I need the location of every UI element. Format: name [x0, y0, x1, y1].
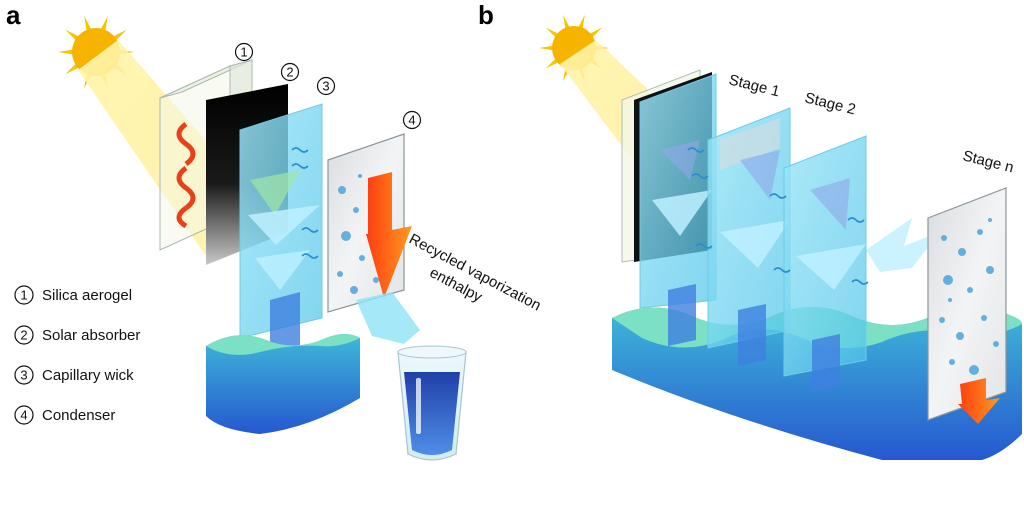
legend-item-label: Solar absorber	[42, 327, 140, 344]
legend-item-label: Capillary wick	[42, 367, 134, 384]
stage-n-condenser	[927, 187, 1007, 424]
layer-number-marker	[402, 110, 422, 130]
stage-1-module	[621, 69, 717, 346]
vapor-squiggles	[687, 147, 869, 285]
legend-number-marker	[14, 405, 34, 425]
layer-number-marker	[234, 42, 254, 62]
layer-number-text: 4	[408, 113, 415, 128]
capillary-wick-layer	[239, 103, 323, 356]
legend-number: 1	[20, 288, 27, 303]
layer-number-text: 3	[322, 79, 329, 94]
heat-transfer-arrow	[866, 218, 940, 272]
panel-b-letter: b	[478, 0, 494, 30]
legend-item-label: Condenser	[42, 407, 115, 424]
recycled-enthalpy-arrow	[366, 172, 412, 298]
water-cup	[397, 345, 467, 461]
condenser-layer	[327, 133, 405, 313]
legend-number: 3	[20, 368, 27, 383]
stage-2-label: Stage 2	[803, 89, 857, 118]
legend-number-marker	[14, 285, 34, 305]
layer-number-text: 1	[240, 45, 247, 60]
layer-number-text: 2	[286, 65, 293, 80]
legend-item-label: Silica aerogel	[42, 287, 132, 304]
stage-1-label: Stage 1	[727, 71, 781, 100]
panel-a-letter: a	[6, 0, 21, 30]
water-basin	[206, 334, 360, 434]
stage-3-module	[783, 135, 867, 392]
legend-number-marker	[14, 365, 34, 385]
legend-number: 2	[20, 328, 27, 343]
layer-number-marker	[316, 76, 336, 96]
layer-number-marker	[280, 62, 300, 82]
legend: 1 Silica aerogel 2 Solar absorber 3 Capillary…	[14, 285, 140, 425]
stage-n-label: Stage n	[961, 147, 1015, 176]
condensate-channel	[356, 292, 420, 344]
legend-number: 4	[20, 408, 27, 423]
legend-number-marker	[14, 325, 34, 345]
stage-2-module	[707, 107, 791, 366]
